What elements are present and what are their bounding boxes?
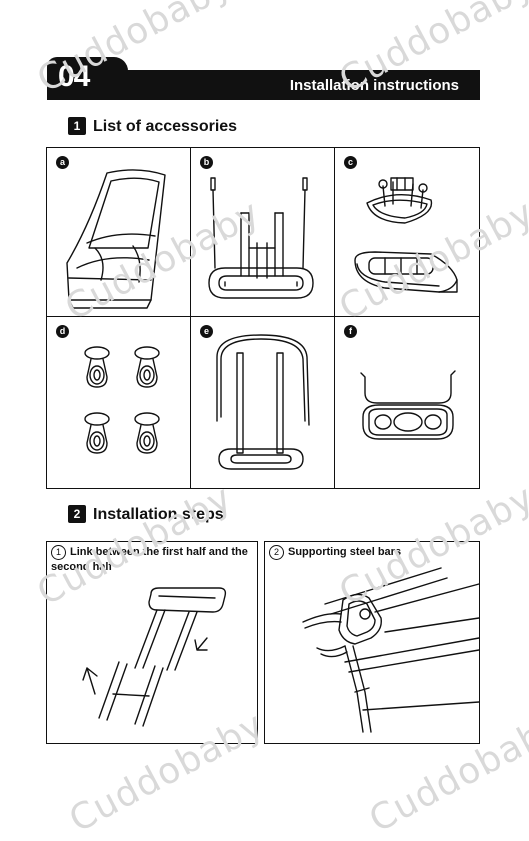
handle-illustration: [360, 370, 456, 440]
grid-divider: [47, 316, 479, 318]
item-badge: f: [344, 325, 357, 338]
accessory-cell-steel-bars: e: [191, 317, 335, 487]
accessory-cell-vibration-unit: c: [335, 148, 479, 318]
header-bar: [47, 70, 480, 100]
step-text: Supporting steel bars: [288, 546, 402, 558]
header-tab-curve: [100, 57, 128, 71]
item-badge: d: [56, 325, 69, 338]
chapter-number: 04: [58, 60, 90, 93]
installation-title: Installation steps: [93, 506, 224, 523]
step-number: 2: [269, 545, 284, 560]
accessory-cell-feet: d: [47, 317, 191, 487]
step-label: 2 Supporting steel bars: [269, 545, 475, 560]
accessory-cell-seat-pad: a: [47, 148, 191, 318]
accessories-grid: a b c: [46, 147, 480, 489]
accessory-cell-frame: b: [191, 148, 335, 318]
grid-divider: [190, 148, 192, 488]
section-number-badge: 1: [68, 117, 86, 135]
vibration-unit-illustration: [354, 177, 458, 293]
step-text: Link between the first half and the seco…: [51, 546, 248, 573]
grid-divider: [334, 148, 336, 488]
item-badge: e: [200, 325, 213, 338]
accessories-heading: 1 List of accessories: [68, 117, 237, 136]
item-badge: c: [344, 156, 357, 169]
feet-illustration: [84, 346, 160, 454]
section-number-badge: 2: [68, 505, 86, 523]
step-panel-2: 2 Supporting steel bars: [264, 541, 480, 744]
item-badge: a: [56, 156, 69, 169]
page-title: Installation instructions: [289, 77, 459, 94]
accessory-cell-handle: f: [335, 317, 479, 487]
seat-pad-illustration: [66, 169, 166, 309]
step-1-illustration: [82, 587, 227, 727]
accessories-title: List of accessories: [93, 118, 238, 135]
installation-heading: 2 Installation steps: [68, 505, 224, 524]
item-badge: b: [200, 156, 213, 169]
steel-bars-illustration: [216, 334, 310, 470]
frame-illustration: [208, 177, 314, 299]
step-2-illustration: [302, 567, 480, 733]
